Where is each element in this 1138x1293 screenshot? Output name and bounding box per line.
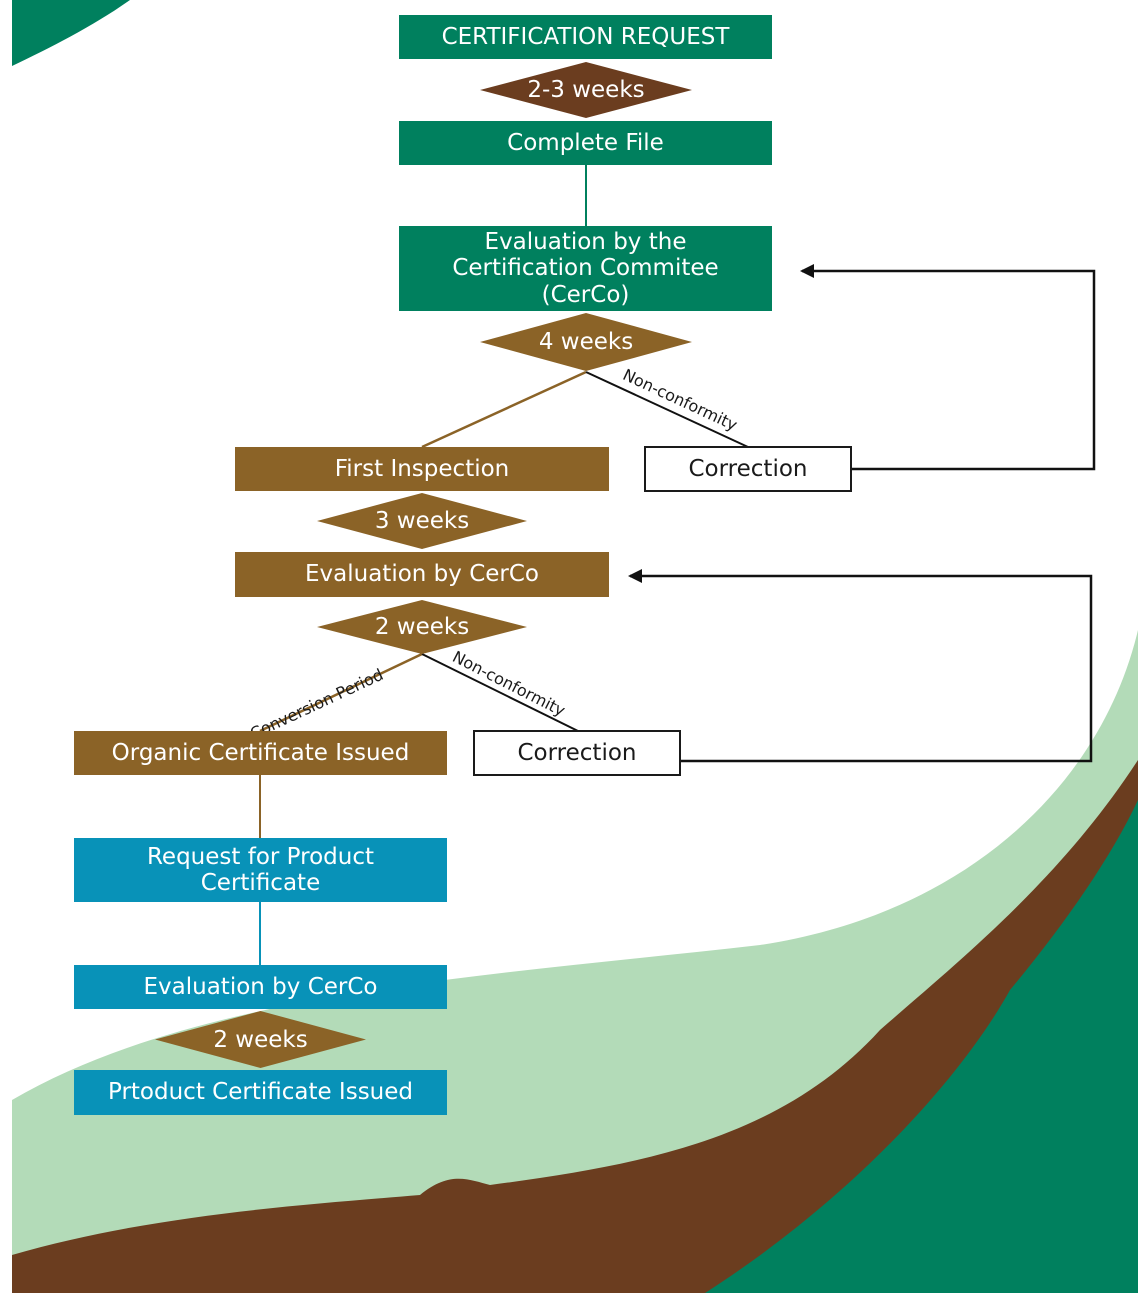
- top-left-green-swoosh: [12, 0, 130, 66]
- connector-nonconformity-1: [585, 371, 749, 448]
- certification-request-box: CERTIFICATION REQUEST: [399, 15, 772, 59]
- request-product-certificate-box: Request for Product Certificate: [74, 838, 447, 902]
- evaluation-cerco-box-2: Evaluation by CerCo: [235, 552, 609, 597]
- feedback-arrow-1: [800, 264, 1096, 471]
- connector-conversion-period: [259, 652, 423, 733]
- correction-box-1: Correction: [644, 446, 852, 492]
- evaluation-certification-committee-box: Evaluation by the Certification Commitee…: [399, 226, 772, 311]
- connector-to-first-inspection: [421, 370, 587, 449]
- complete-file-box: Complete File: [399, 121, 772, 165]
- correction-box-2: Correction: [473, 730, 681, 776]
- organic-certificate-issued-box: Organic Certificate Issued: [74, 731, 447, 775]
- product-certificate-issued-box: Prtoduct Certificate Issued: [74, 1070, 447, 1115]
- green-corner: [705, 800, 1138, 1293]
- first-inspection-box: First Inspection: [235, 447, 609, 491]
- feedback-arrow-2: [628, 569, 1093, 763]
- brown-ground: [12, 760, 1138, 1293]
- evaluation-cerco-box-3: Evaluation by CerCo: [74, 965, 447, 1009]
- connector-nonconformity-2: [421, 653, 579, 732]
